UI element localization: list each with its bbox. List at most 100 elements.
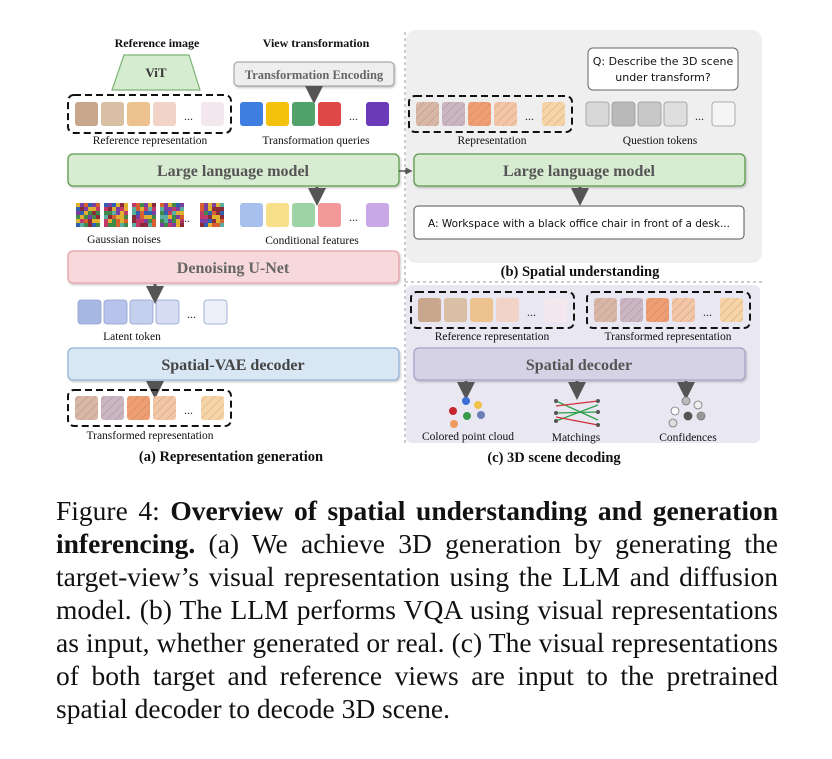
token bbox=[129, 299, 154, 325]
ellipsis: ... bbox=[695, 109, 704, 123]
panel-c-title: (c) 3D scene decoding bbox=[487, 450, 621, 466]
token bbox=[292, 102, 315, 126]
ellipsis: ... bbox=[184, 403, 193, 417]
token bbox=[544, 298, 567, 322]
token bbox=[663, 101, 688, 127]
token-hatch bbox=[720, 298, 743, 322]
token bbox=[711, 101, 736, 127]
token bbox=[75, 102, 98, 126]
latent-token-label: Latent token bbox=[103, 331, 161, 343]
reference-representation-group bbox=[67, 94, 232, 134]
transformed-representation-label-c: Transformed representation bbox=[605, 331, 732, 343]
token-hatch bbox=[101, 396, 124, 420]
answer-box bbox=[413, 205, 745, 240]
transformed-tokens-a: ... bbox=[75, 396, 224, 420]
spatial-vae-decoder-block bbox=[67, 347, 400, 381]
reference-tokens-c: ... bbox=[418, 298, 567, 322]
overview-figure: Reference image View transformation ViT … bbox=[67, 30, 762, 466]
ellipsis: ... bbox=[525, 109, 534, 123]
representation-label-b: Representation bbox=[458, 135, 527, 147]
caption-label: Figure 4: bbox=[56, 495, 160, 526]
token bbox=[203, 299, 228, 325]
transformed-representation-group-a bbox=[67, 389, 232, 427]
token bbox=[266, 102, 289, 126]
spatial-decoder-label: Spatial decoder bbox=[526, 357, 632, 374]
token bbox=[366, 102, 389, 126]
token-hatch bbox=[201, 396, 224, 420]
transformed-representation-label-a: Transformed representation bbox=[87, 430, 214, 442]
llm-label-b: Large language model bbox=[503, 163, 656, 180]
point-cloud-label: Colored point cloud bbox=[422, 431, 514, 443]
reference-image-title: Reference image bbox=[115, 36, 200, 50]
representation-group-b bbox=[408, 95, 573, 133]
token-hatch bbox=[542, 102, 565, 126]
matchings-label: Matchings bbox=[552, 432, 601, 444]
question-tokens-label: Question tokens bbox=[623, 135, 698, 147]
token bbox=[77, 299, 102, 325]
question-bubble bbox=[587, 47, 739, 91]
token-hatch bbox=[75, 396, 98, 420]
reference-tokens-a: ... bbox=[75, 102, 224, 126]
reference-representation-label: Reference representation bbox=[93, 135, 208, 147]
caption-body: (a) We achieve 3D generation by generati… bbox=[56, 528, 779, 724]
llm-block-b bbox=[413, 153, 746, 187]
token bbox=[611, 101, 636, 127]
question-line-1: Q: Describe the 3D scene bbox=[593, 55, 734, 68]
view-transformation-title: View transformation bbox=[263, 36, 370, 50]
token bbox=[418, 298, 441, 322]
answer-text: A: Workspace with a black office chair i… bbox=[428, 218, 730, 230]
ellipsis: ... bbox=[349, 210, 358, 224]
noise-token bbox=[104, 203, 128, 227]
noise-token bbox=[200, 203, 224, 227]
caption-bold-title: Overview of spatial understanding and ge… bbox=[56, 495, 779, 559]
ellipsis: ... bbox=[349, 109, 358, 123]
token bbox=[470, 298, 493, 322]
token bbox=[155, 299, 180, 325]
latent-tokens: ... bbox=[77, 299, 228, 325]
token bbox=[240, 203, 263, 227]
gaussian-noises-label: Gaussian noises bbox=[87, 234, 161, 246]
transformation-query-tokens: ... bbox=[240, 102, 389, 126]
token bbox=[292, 203, 315, 227]
token bbox=[444, 298, 467, 322]
reference-representation-label-c: Reference representation bbox=[435, 331, 550, 343]
noise-token bbox=[76, 203, 100, 227]
vit-block bbox=[111, 54, 201, 91]
figure-caption: Figure 4: Overview of spatial understand… bbox=[56, 494, 778, 725]
gaussian-noise-tokens: ... bbox=[76, 203, 224, 227]
confidences-label: Confidences bbox=[659, 432, 717, 444]
token-hatch bbox=[646, 298, 669, 322]
token bbox=[585, 101, 610, 127]
conditional-feature-tokens: ... bbox=[240, 203, 389, 227]
token-hatch bbox=[594, 298, 617, 322]
ellipsis: ... bbox=[181, 211, 190, 225]
spatial-vae-decoder-label: Spatial-VAE decoder bbox=[161, 357, 304, 374]
token bbox=[240, 102, 263, 126]
token-hatch bbox=[442, 102, 465, 126]
panel-a-title: (a) Representation generation bbox=[139, 449, 323, 465]
spatial-decoder-block bbox=[413, 347, 746, 381]
question-tokens: ... bbox=[585, 101, 736, 127]
matchings-icon bbox=[554, 399, 600, 427]
conditional-features-label: Conditional features bbox=[265, 235, 359, 247]
confidences-icon bbox=[668, 396, 706, 428]
ellipsis: ... bbox=[527, 305, 536, 319]
transformed-representation-group-c bbox=[586, 291, 751, 329]
panel-b-title: (b) Spatial understanding bbox=[501, 264, 660, 280]
token bbox=[637, 101, 662, 127]
representation-tokens-b: ... bbox=[416, 102, 565, 126]
token-hatch bbox=[494, 102, 517, 126]
token-hatch bbox=[468, 102, 491, 126]
ellipsis: ... bbox=[703, 305, 712, 319]
denoising-unet-label: Denoising U-Net bbox=[177, 260, 290, 277]
transformation-queries-label: Transformation queries bbox=[262, 135, 370, 147]
token-hatch bbox=[416, 102, 439, 126]
token-hatch bbox=[153, 396, 176, 420]
llm-label-a: Large language model bbox=[157, 163, 310, 180]
vit-label: ViT bbox=[145, 65, 167, 80]
token bbox=[496, 298, 519, 322]
token bbox=[201, 102, 224, 126]
token bbox=[103, 299, 128, 325]
noise-token bbox=[160, 203, 184, 227]
token-hatch bbox=[127, 396, 150, 420]
